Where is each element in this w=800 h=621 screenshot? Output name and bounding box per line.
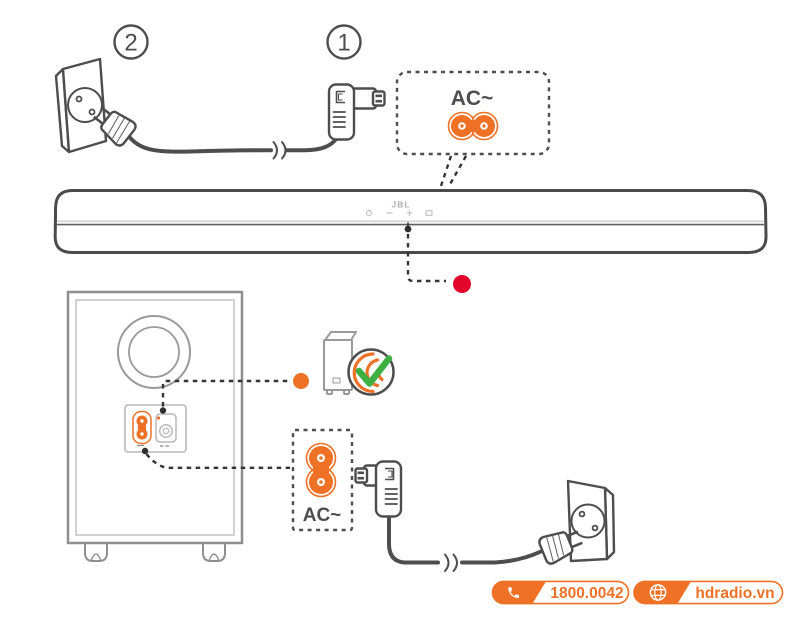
soundbar-illustration: JBL	[53, 189, 768, 254]
c7-inlet-vertical-icon	[305, 442, 337, 498]
soundbar-control-icons	[365, 209, 433, 217]
ac-label-top: AC~	[451, 87, 494, 110]
cable-break-bottom-icon	[444, 553, 458, 572]
check-icon	[355, 355, 393, 387]
globe-icon	[649, 584, 667, 601]
volume-plus-icon	[406, 210, 413, 216]
wireless-paired-icon	[347, 348, 395, 396]
step-2-number: 2	[124, 30, 137, 57]
power-plug-bottom-icon	[538, 530, 583, 565]
woofer-circle	[117, 315, 191, 389]
ac-callout-top: AC~	[395, 70, 551, 187]
pairing-indicator-line	[161, 379, 289, 407]
soundbar-brand-logo: JBL	[391, 200, 410, 210]
pairing-button	[155, 413, 177, 443]
woofer-circle-inner	[128, 326, 180, 378]
power-cable-top	[127, 134, 273, 154]
orange-status-dot	[293, 373, 309, 389]
subwoofer-mini-icon	[323, 331, 357, 395]
angle-connector-bottom-icon	[354, 460, 403, 518]
power-cable-bottom	[387, 512, 440, 565]
website-badge[interactable]: hdradio.vn	[633, 580, 784, 605]
power-plug-top-icon	[93, 106, 137, 147]
soundbar-ac-point	[404, 225, 412, 233]
website-url: hdradio.vn	[695, 585, 774, 602]
c7-inlet-panel-icon	[132, 410, 152, 445]
soundbar-indicator-line	[406, 234, 446, 283]
pairing-led	[156, 416, 161, 420]
red-status-dot	[453, 275, 471, 293]
ac-point	[141, 447, 149, 455]
phone-icon	[508, 587, 520, 599]
step-2-badge: 2	[113, 24, 149, 60]
cable-break-top-icon	[272, 141, 287, 160]
ac-label-bottom: AC~	[303, 505, 342, 526]
ac-callout-bottom: AC~	[291, 428, 354, 532]
subwoofer-ac-line	[145, 453, 290, 469]
source-icon	[425, 209, 433, 217]
step-1-number: 1	[337, 30, 350, 57]
power-cable-top-2	[285, 136, 339, 153]
power-cable-bottom-2	[460, 549, 544, 565]
subwoofer-illustration	[66, 290, 244, 562]
pairing-point	[159, 407, 167, 414]
hotline-number: 1800.0042	[550, 585, 623, 602]
phone-badge[interactable]: 1800.0042	[491, 580, 630, 605]
c7-inlet-horizontal-icon	[447, 111, 499, 141]
wall-outlet-bottom-icon	[566, 479, 616, 563]
subwoofer-rear-panel	[124, 404, 187, 455]
step-1-badge: 1	[326, 24, 362, 60]
subwoofer-feet	[84, 542, 226, 562]
wall-outlet-top-icon	[54, 57, 108, 154]
angle-connector-top-icon	[327, 83, 386, 141]
